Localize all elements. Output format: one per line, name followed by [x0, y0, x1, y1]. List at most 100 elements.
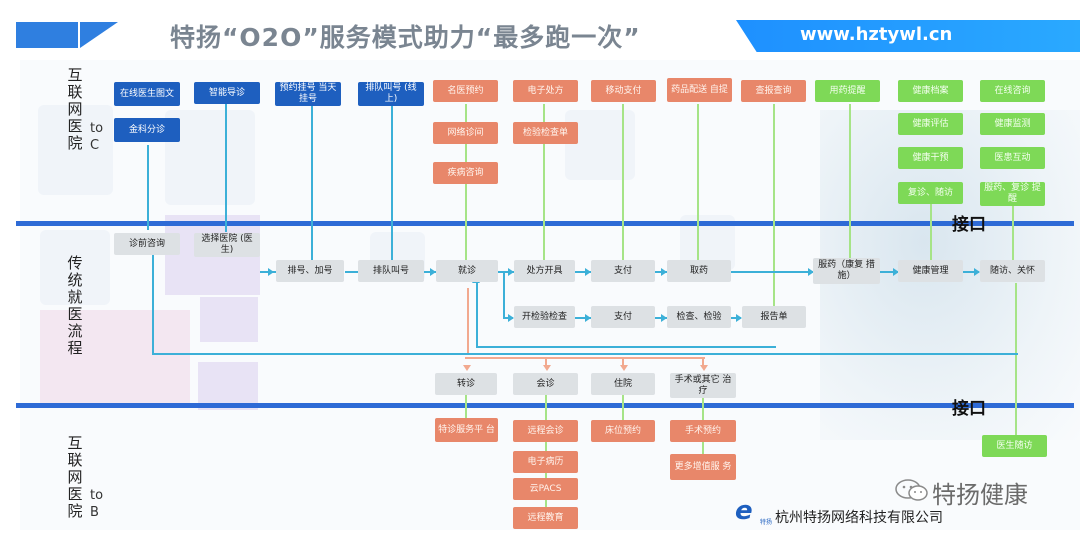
box-report[interactable]: 报告单 — [742, 306, 806, 328]
box-revisit-reminder[interactable]: 服药、复诊 提醒 — [980, 182, 1045, 206]
box-followup-care[interactable]: 随访、关怀 — [980, 260, 1045, 282]
company-logo-text: 特扬 — [760, 519, 773, 526]
arrow-icon — [893, 268, 899, 276]
arrow-icon — [661, 268, 667, 276]
connector — [622, 357, 624, 366]
connector — [697, 104, 699, 264]
box-health-assessment[interactable]: 健康评估 — [898, 113, 963, 135]
box-number[interactable]: 排号、加号 — [276, 260, 344, 282]
box-revisit-followup[interactable]: 复诊、随访 — [898, 182, 963, 204]
bg-globe-card — [40, 230, 110, 305]
connector — [225, 104, 227, 232]
connector — [1015, 283, 1017, 435]
box-triage[interactable]: 金科分诊 — [114, 118, 180, 142]
box-cloud-pacs[interactable]: 云PACS — [513, 478, 578, 500]
header-url-band — [736, 20, 1080, 52]
connector — [476, 346, 776, 348]
arrow-icon — [508, 314, 514, 322]
box-pick-drug[interactable]: 取药 — [667, 260, 731, 282]
box-exam[interactable]: 检查、检验 — [667, 306, 731, 328]
box-value-added[interactable]: 更多增值服 务 — [670, 454, 736, 480]
box-take-medicine[interactable]: 服药（康复 措施） — [813, 258, 880, 284]
connector — [575, 271, 591, 273]
box-queue[interactable]: 排队叫号 — [358, 260, 424, 282]
box-health-manage[interactable]: 健康管理 — [898, 260, 963, 282]
arrow-icon — [543, 365, 551, 371]
box-doctor-patient[interactable]: 医患互动 — [980, 147, 1045, 169]
connector — [575, 317, 591, 319]
box-drug-delivery[interactable]: 药品配送 自提 — [667, 78, 732, 102]
box-queue-online[interactable]: 排队叫号 (线上) — [358, 82, 424, 106]
box-select-hospital[interactable]: 选择医院 (医生) — [194, 233, 260, 257]
connector — [152, 245, 154, 354]
box-order-lab[interactable]: 开检验检查 — [514, 306, 575, 328]
box-remote-education[interactable]: 远程教育 — [513, 507, 578, 529]
connector — [476, 282, 478, 348]
connector — [465, 357, 705, 359]
bg-medicine-card — [38, 105, 113, 195]
arrow-icon — [736, 314, 742, 322]
box-prescribe[interactable]: 处方开具 — [514, 260, 575, 282]
box-surgery[interactable]: 手术或其它 治疗 — [670, 373, 736, 398]
box-online-doctor-chat[interactable]: 在线医生图文 — [114, 82, 180, 106]
bg-bandage-card — [200, 297, 258, 342]
box-referral[interactable]: 转诊 — [435, 373, 497, 395]
arrow-icon — [808, 268, 814, 276]
box-appointment[interactable]: 预约挂号 当天挂号 — [275, 82, 341, 106]
box-famous-doctor[interactable]: 名医预约 — [433, 80, 498, 102]
box-medication-reminder[interactable]: 用药提醒 — [815, 80, 880, 102]
connector — [731, 271, 813, 273]
bg-pink-card — [40, 310, 190, 405]
arrow-icon — [661, 314, 667, 322]
header-accent-bar — [16, 22, 78, 48]
page-title: 特扬“O2O”服务模式助力“最多跑一次” — [170, 23, 641, 52]
box-smart-guide[interactable]: 智能导诊 — [194, 82, 260, 104]
arrow-icon — [430, 268, 436, 276]
arrow-icon — [585, 268, 591, 276]
company-name: 杭州特扬网络科技有限公司 — [775, 510, 943, 526]
connector — [503, 271, 505, 319]
box-health-monitor[interactable]: 健康监测 — [980, 113, 1045, 135]
box-consult[interactable]: 就诊 — [436, 260, 498, 282]
box-surgery-booking[interactable]: 手术预约 — [670, 420, 736, 442]
box-disease-consult[interactable]: 疾病咨询 — [433, 162, 498, 184]
box-emr[interactable]: 电子病历 — [513, 451, 578, 473]
box-doctor-followup[interactable]: 医生随访 — [982, 435, 1047, 457]
bg-eye-card — [198, 362, 258, 410]
wechat-icon — [895, 478, 929, 502]
bg-heart-card — [565, 110, 635, 180]
box-bed-booking[interactable]: 床位预约 — [591, 420, 655, 442]
connector — [467, 288, 469, 354]
box-report-query[interactable]: 查报查询 — [741, 80, 806, 102]
connector — [1012, 200, 1014, 263]
box-online-consult[interactable]: 在线咨询 — [980, 80, 1045, 102]
connector — [622, 104, 624, 264]
interface-line-top — [16, 221, 1074, 226]
connector — [465, 104, 467, 264]
arrow-icon — [463, 365, 471, 371]
box-special-platform[interactable]: 特诊服务平 台 — [435, 418, 498, 442]
section-internet-hospital-toc: 互 联 网 医 院 — [67, 66, 83, 152]
box-remote-consult[interactable]: 远程会诊 — [513, 420, 578, 442]
box-lab-order[interactable]: 检验检查单 — [513, 122, 578, 144]
box-e-prescription[interactable]: 电子处方 — [513, 80, 578, 102]
connector — [702, 357, 704, 366]
connector — [345, 271, 367, 273]
header-url: www.hztywl.cn — [800, 24, 953, 45]
connector — [773, 104, 775, 310]
box-mobile-pay[interactable]: 移动支付 — [591, 80, 656, 102]
arrow-icon — [585, 314, 591, 322]
box-pay-lab[interactable]: 支付 — [591, 306, 655, 328]
box-network-clinic[interactable]: 网络诊间 — [433, 122, 498, 144]
connector — [622, 395, 624, 425]
box-health-intervention[interactable]: 健康干预 — [898, 147, 963, 169]
arrow-icon — [700, 365, 708, 371]
interface-label-top: 接口 — [952, 215, 986, 235]
box-pay[interactable]: 支付 — [591, 260, 655, 282]
connector — [963, 271, 979, 273]
box-hospitalize[interactable]: 住院 — [591, 373, 655, 395]
box-health-record[interactable]: 健康档案 — [898, 80, 963, 102]
connector — [849, 104, 851, 264]
box-pre-consult[interactable]: 诊前咨询 — [114, 233, 180, 255]
box-joint-consult[interactable]: 会诊 — [513, 373, 578, 395]
